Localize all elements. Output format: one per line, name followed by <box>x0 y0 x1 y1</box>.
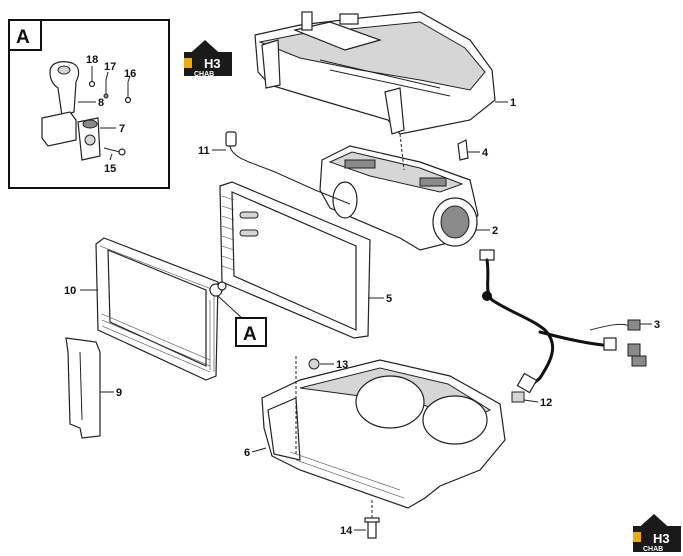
callout-1: 1 <box>510 97 516 109</box>
logo-bottom-bottom-text: CHAB <box>643 546 663 553</box>
detail-letter: A <box>16 27 30 48</box>
assembly-line <box>399 133 405 171</box>
evaporator-fins <box>99 245 215 373</box>
callout-17: 17 <box>104 61 116 73</box>
sensor-wire-part-11: 11 <box>198 131 351 205</box>
upper-housing-part-1: 1 <box>254 11 516 135</box>
callout-4: 4 <box>482 147 489 159</box>
detail-reference-a: A <box>217 295 267 347</box>
nut-part-13: 13 <box>308 358 348 371</box>
valve-body <box>41 111 77 147</box>
brand-logo-top: H3 CHAB <box>184 40 232 78</box>
callout-7: 7 <box>119 123 125 135</box>
callout-3: 3 <box>654 319 660 331</box>
blower-part-2: 2 <box>319 145 498 251</box>
logo-bottom-text: CHAB <box>194 71 214 78</box>
callout-2: 2 <box>492 225 498 237</box>
callout-13: 13 <box>336 359 348 371</box>
lower-case-vents <box>289 451 405 499</box>
callout-16: 16 <box>124 68 136 80</box>
bolt-part-14: 14 <box>340 517 380 539</box>
callout-6: 6 <box>244 447 250 459</box>
callout-9: 9 <box>116 387 122 399</box>
callout-12: 12 <box>540 397 552 409</box>
bracket-part-8 <box>49 61 80 117</box>
lower-case-part-6: 6 <box>244 356 506 526</box>
sensor-part-12: 12 <box>511 372 552 409</box>
callout-14: 14 <box>340 525 353 537</box>
callout-11: 11 <box>198 145 210 157</box>
clip-part-4: 4 <box>457 139 489 161</box>
detail-view-a: A 18 17 16 8 7 15 <box>8 19 170 189</box>
wiring-harness-part-3: 3 <box>479 249 660 390</box>
logo-bottom-top-text: H3 <box>653 531 670 546</box>
bracket-part-9: 9 <box>65 337 122 439</box>
callout-18: 18 <box>86 54 98 66</box>
evaporator-part-10: 10 <box>64 237 227 381</box>
brand-logo-bottom: H3 CHAB <box>633 514 681 553</box>
logo-top-text: H3 <box>204 56 221 71</box>
callout-5: 5 <box>386 293 392 305</box>
callout-8: 8 <box>98 97 104 109</box>
callout-10: 10 <box>64 285 76 297</box>
callout-15: 15 <box>104 163 116 175</box>
reference-letter: A <box>243 324 257 345</box>
heater-fins <box>221 195 235 271</box>
